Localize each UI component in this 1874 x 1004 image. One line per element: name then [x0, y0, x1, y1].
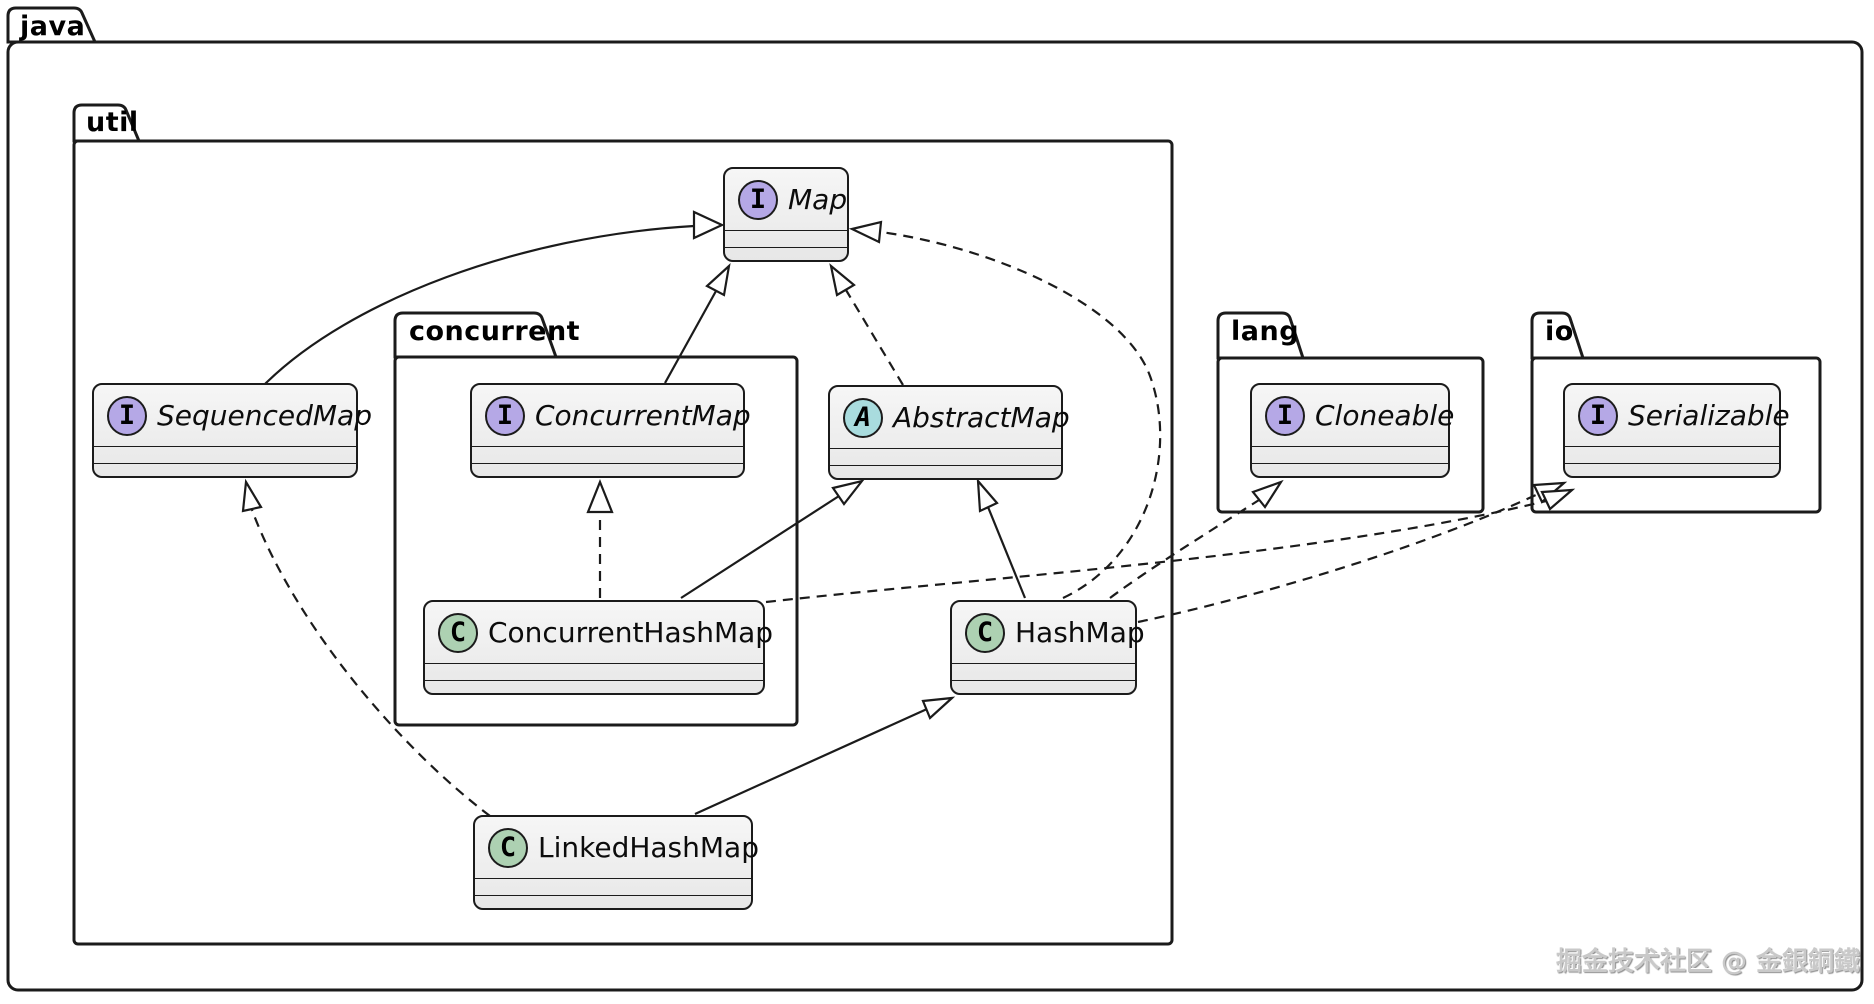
class-name-concurrenthashmap: ConcurrentHashMap [488, 616, 774, 649]
methods-compartment [475, 895, 751, 910]
interface-circle-icon: I [485, 395, 525, 436]
fields-compartment [425, 663, 763, 680]
class-circle-icon: C [965, 612, 1005, 653]
class-box-concurrenthashmap: C ConcurrentHashMap [423, 600, 773, 695]
methods-compartment [830, 465, 1061, 480]
fields-compartment [830, 448, 1061, 465]
edge-linkedhashmap-extends-hashmap [694, 696, 956, 816]
methods-compartment [1565, 463, 1779, 478]
class-box-linkedhashmap: C LinkedHashMap [473, 815, 759, 910]
class-box-cloneable: I Cloneable [1250, 383, 1454, 478]
interface-circle-icon: I [1578, 395, 1618, 436]
class-name-cloneable: Cloneable [1315, 399, 1455, 432]
methods-compartment [1252, 463, 1448, 478]
class-box-serializable: I Serializable [1563, 383, 1790, 478]
interface-circle-icon: I [1265, 395, 1305, 436]
class-circle-icon: C [488, 827, 528, 868]
fields-compartment [475, 878, 751, 895]
methods-compartment [472, 463, 743, 478]
fields-compartment [94, 446, 356, 463]
fields-compartment [472, 446, 743, 463]
abstract-circle-icon: A [843, 397, 883, 438]
package-label-io: io [1545, 316, 1574, 347]
edge-hashmap-implements-cloneable [1109, 479, 1284, 599]
class-circle-icon: C [438, 612, 478, 653]
fields-compartment [725, 230, 847, 247]
interface-circle-icon: I [107, 395, 147, 436]
edge-concurrenthashmap-extends-abstractmap [680, 479, 865, 599]
package-label-java: java [20, 11, 86, 42]
package-label-util: util [86, 107, 139, 138]
class-name-abstractmap: AbstractMap [893, 401, 1070, 434]
edge-concurrenthashmap-implements-serializable [765, 488, 1576, 604]
edge-abstractmap-implements-map [829, 263, 904, 386]
class-name-concurrentmap: ConcurrentMap [535, 399, 751, 432]
interface-circle-icon: I [738, 179, 778, 220]
class-box-abstractmap: A AbstractMap [828, 385, 1070, 480]
edge-hashmap-implements-map [848, 220, 1162, 599]
methods-compartment [952, 680, 1135, 695]
class-box-concurrentmap: I ConcurrentMap [470, 383, 751, 478]
methods-compartment [725, 247, 847, 262]
fields-compartment [1565, 446, 1779, 463]
fields-compartment [1252, 446, 1448, 463]
class-name-map: Map [788, 183, 848, 216]
class-name-linkedhashmap: LinkedHashMap [538, 831, 759, 864]
edge-concurrenthashmap-implements-concurrentmap [586, 479, 614, 598]
methods-compartment [425, 680, 763, 695]
class-box-map: I Map [723, 167, 849, 262]
class-name-hashmap: HashMap [1015, 616, 1145, 649]
edge-linkedhashmap-implements-sequencedmap [241, 478, 491, 817]
watermark-text: 掘金技术社区 @ 金銀銅鐵 [1556, 947, 1861, 977]
class-name-serializable: Serializable [1628, 399, 1790, 432]
class-box-sequencedmap: I SequencedMap [92, 383, 372, 478]
package-label-lang: lang [1231, 316, 1300, 347]
methods-compartment [94, 463, 356, 478]
fields-compartment [952, 663, 1135, 680]
edge-concurrentmap-extends-map [664, 263, 731, 384]
package-label-concurrent: concurrent [409, 316, 581, 347]
edge-sequencedmap-extends-map [264, 210, 725, 385]
edge-hashmap-extends-abstractmap [976, 477, 1027, 599]
class-box-hashmap: C HashMap [950, 600, 1145, 695]
class-name-sequencedmap: SequencedMap [157, 399, 372, 432]
